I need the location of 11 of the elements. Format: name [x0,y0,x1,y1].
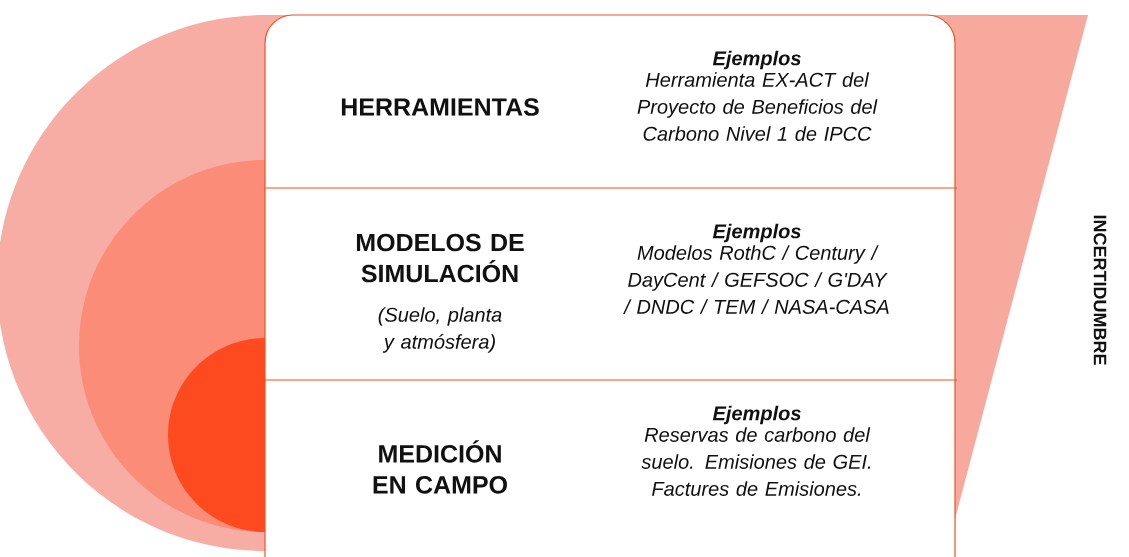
examples-text: Reservas de carbono del suelo. Emisiones de GEI. Factures de Emisiones. [641,427,871,496]
examples-text: Herramienta EX-ACT del Proyecto de Beneficios del Carbono Nivel 1 de IPCC [637,72,878,141]
row-title: HERRAMIENTAS [341,98,539,116]
examples-heading: Ejemplos [712,223,801,243]
row-title: MEDICIÓN EN CAMPO [373,440,507,494]
row-title: MODELOS DE SIMULACIÓN [356,233,524,283]
axis-label: INCERTIDUMBRE [1093,215,1107,365]
examples-text: Modelos RothC / Century / DayCent / GEFSOC / G'DAY / DNDC / TEM / NASA-CASA [623,245,889,314]
examples-heading: Ejemplos [712,405,801,425]
subtitle: (Suelo, planta y atmósfera) [378,307,502,353]
examples-heading: Ejemplos [712,50,801,70]
